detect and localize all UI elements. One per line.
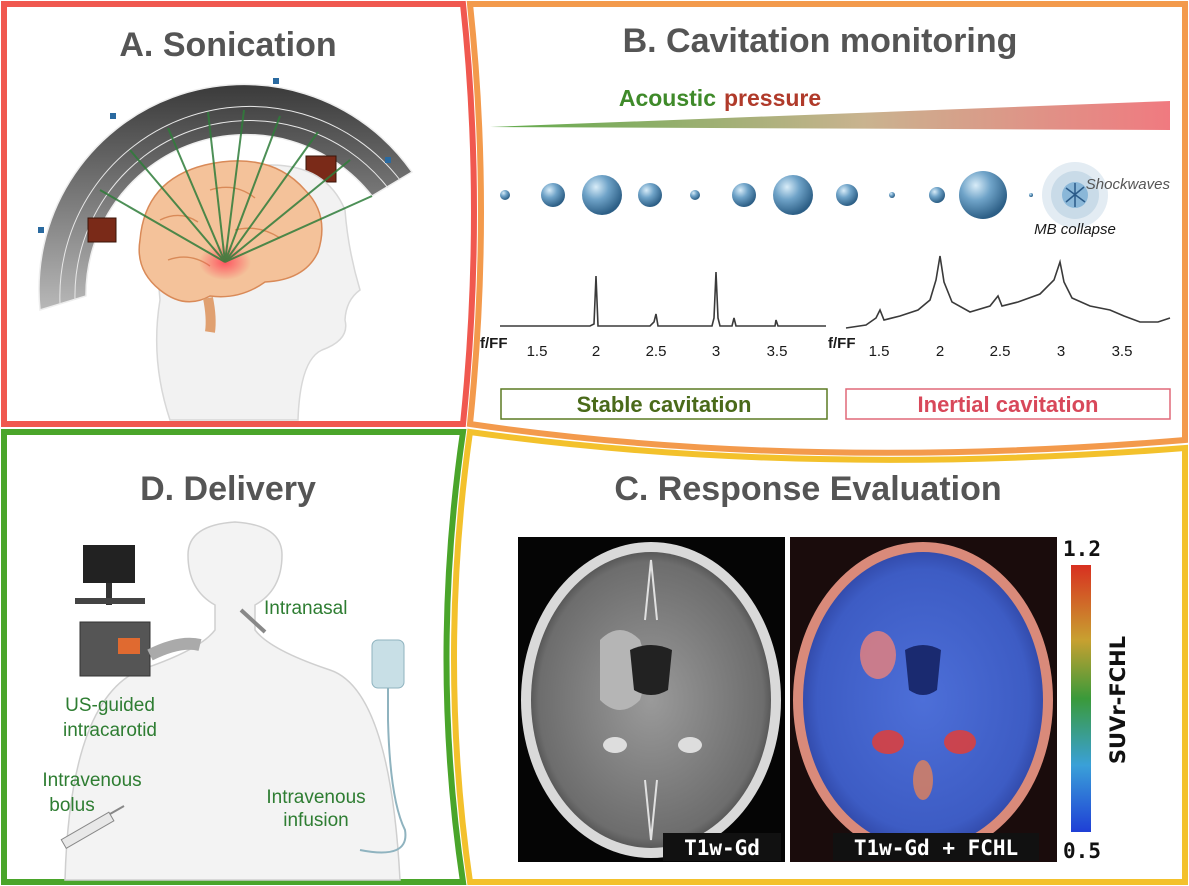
microbubble-icon [638,183,662,207]
inertial-cavitation-label: Inertial cavitation [918,392,1099,417]
stable-tick-3: 2.5 [646,343,667,360]
inertial-spectrum-trace [845,255,1171,329]
t1w-gd-fchl-label: T1w-Gd + FCHL [854,836,1018,860]
colorbar-title: SUVr-FCHL [1106,636,1130,764]
t1w-gd-label: T1w-Gd [684,836,760,860]
iv-infusion-label-line2: infusion [283,810,349,831]
inertial-tick-4: 3 [1057,343,1065,360]
brain-icon [138,160,323,333]
microbubble-icon [582,175,622,215]
microbubble-row [500,162,1108,228]
iv-bolus-label-line2: bolus [49,795,94,816]
nasal-applicator-icon [239,608,267,634]
fchl-label-bg [833,833,1039,861]
panel-d-title: D. Delivery [140,470,316,508]
iv-bag-icon [359,639,407,854]
panel-a-title: A. Sonication [119,26,336,64]
t1w-label-bg [663,833,781,861]
microbubble-icon [732,183,756,207]
panel-d-border [1,429,467,885]
panel-c-title: C. Response Evaluation [614,470,1001,508]
panel-b-title: B. Cavitation monitoring [623,22,1018,60]
inertial-tick-1: 1.5 [869,343,890,360]
microbubble-icon [690,190,700,200]
panel-c-border [451,428,1188,885]
transducer-helmet-icon [38,78,414,311]
panel-a-border [1,0,477,427]
us-guided-label-line2: intracarotid [63,720,157,741]
colorbar-max-label: 1.2 [1063,537,1101,561]
microbubble-icon [889,192,895,198]
inertial-axis-label: f/FF [828,335,856,352]
stable-tick-4: 3 [712,343,720,360]
microbubble-icon [773,175,813,215]
pressure-label: pressure [724,85,821,111]
microbubble-icon [929,187,945,203]
colorbar-min-label: 0.5 [1063,839,1101,863]
colorbar [1071,565,1091,832]
acoustic-label: Acoustic [619,85,716,111]
inertial-cavitation-box [845,388,1171,420]
stable-cavitation-label: Stable cavitation [577,392,752,417]
panel-b-border [466,0,1188,456]
microbubble-icon [541,183,565,207]
stable-cavitation-box [500,388,828,420]
us-guided-label-line1: US-guided [65,695,155,716]
stable-tick-2: 2 [592,343,600,360]
collapse-shockwave-icon [1042,162,1108,228]
pressure-wedge [490,101,1170,130]
iv-bolus-label-line1: Intravenous [42,770,141,791]
stable-tick-1: 1.5 [527,343,548,360]
microbubble-icon [959,171,1007,219]
iv-infusion-label-line1: Intravenous [266,787,365,808]
mb-collapse-label: MB collapse [1034,221,1116,238]
shockwaves-label: Shockwaves [1086,176,1171,193]
ultrasound-machine-icon [75,545,202,677]
intranasal-label: Intranasal [264,598,347,619]
microbubble-icon [1029,193,1033,197]
ultrasound-beams [99,109,373,263]
microbubble-icon [500,190,510,200]
inertial-tick-2: 2 [936,343,944,360]
syringe-icon [60,805,125,850]
inertial-tick-3: 2.5 [990,343,1011,360]
stable-spectrum-trace [500,271,826,327]
inertial-tick-5: 3.5 [1112,343,1133,360]
stable-axis-label: f/FF [480,335,508,352]
microbubble-icon [836,184,858,206]
mri-image-t1w-gd [518,537,785,862]
pet-overlay-image [790,537,1057,862]
stable-tick-5: 3.5 [767,343,788,360]
